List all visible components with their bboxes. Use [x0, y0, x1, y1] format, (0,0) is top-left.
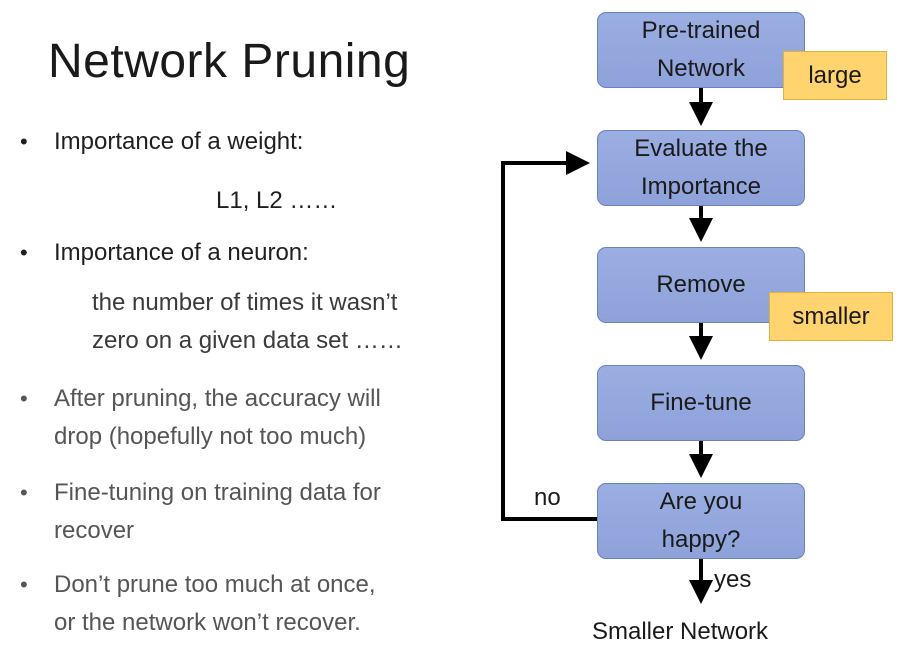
- tag-smaller: smaller: [769, 292, 893, 341]
- bullet-text: drop (hopefully not too much): [54, 423, 367, 450]
- tag-large: large: [783, 51, 887, 100]
- bullet-text: Importance of a weight:: [54, 128, 304, 155]
- bullet-text: Don’t prune too much at once,: [54, 571, 376, 598]
- bullet-dot: •: [20, 572, 28, 597]
- label-yes: yes: [714, 566, 752, 593]
- label-no: no: [534, 484, 561, 511]
- bullet-text: Importance of a neuron:: [54, 239, 309, 266]
- bullet-dot: •: [20, 480, 28, 505]
- box-fine-tune: Fine-tune: [597, 365, 805, 441]
- bullet-dot: •: [20, 240, 28, 265]
- box-evaluate-importance: Evaluate the Importance: [597, 130, 805, 206]
- weight-detail: L1, L2 ……: [216, 187, 338, 214]
- bullet-text: recover: [54, 517, 135, 544]
- bullet-text: After pruning, the accuracy will: [54, 385, 381, 412]
- bullet-text: or the network won’t recover.: [54, 609, 361, 636]
- neuron-detail-line-2: zero on a given data set ……: [92, 327, 403, 354]
- bullet-text: Fine-tuning on training data for: [54, 479, 381, 506]
- bullet-dot: •: [20, 386, 28, 411]
- slide-title: Network Pruning: [48, 35, 411, 88]
- neuron-detail-line-1: the number of times it wasn’t: [92, 289, 398, 316]
- arrow-loop-back: [501, 151, 597, 521]
- box-pretrained-network: Pre-trained Network: [597, 12, 805, 88]
- output-smaller-network: Smaller Network: [592, 618, 769, 645]
- box-are-you-happy: Are you happy?: [597, 483, 805, 559]
- bullet-dot: •: [20, 129, 28, 154]
